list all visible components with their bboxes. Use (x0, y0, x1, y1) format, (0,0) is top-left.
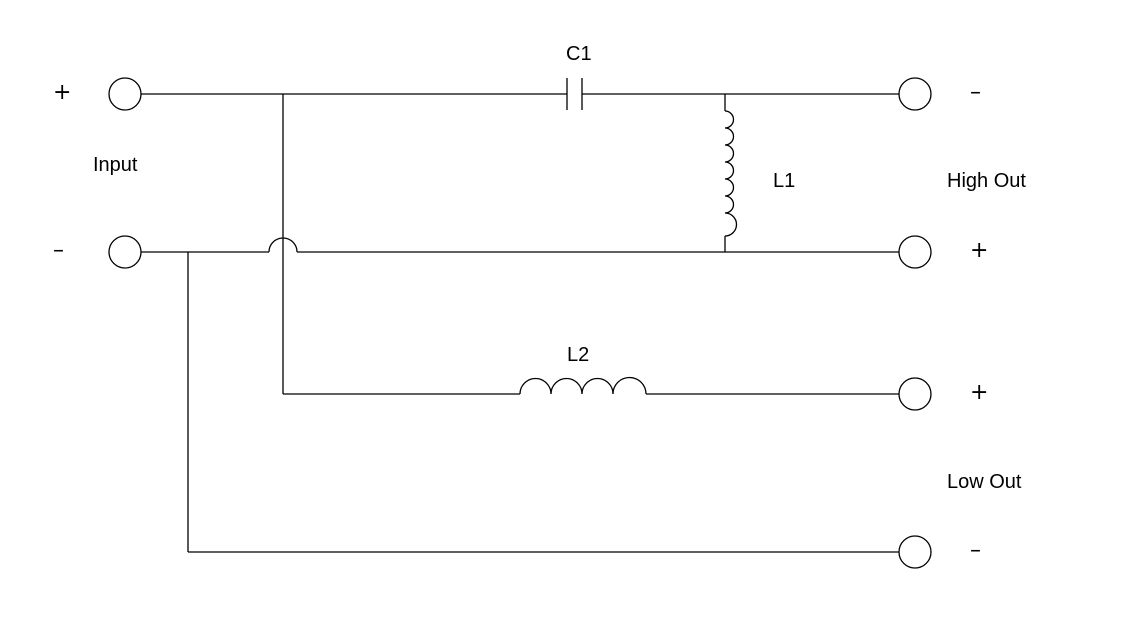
sign-low-out-plus: + (970, 380, 989, 405)
sign-high-out-minus: – (970, 80, 981, 105)
l1-coil (724, 110, 738, 237)
label-c1: C1 (566, 43, 592, 65)
sign-input-plus: + (53, 80, 72, 105)
l2-coil (519, 376, 647, 395)
label-low-out: Low Out (947, 471, 1022, 493)
sign-low-out-minus: – (970, 538, 981, 563)
terminal-low-out-plus[interactable] (898, 377, 932, 411)
terminal-high-out-minus[interactable] (898, 77, 932, 111)
label-l2: L2 (567, 344, 590, 366)
label-high-out: High Out (947, 170, 1026, 192)
sign-input-minus: – (53, 238, 64, 263)
label-input: Input (93, 154, 138, 176)
terminal-input-minus[interactable] (108, 235, 142, 269)
terminal-input-plus[interactable] (108, 77, 142, 111)
label-l1: L1 (773, 170, 796, 192)
sign-high-out-plus: + (970, 238, 989, 263)
terminal-high-out-plus[interactable] (898, 235, 932, 269)
terminal-low-out-minus[interactable] (898, 535, 932, 569)
